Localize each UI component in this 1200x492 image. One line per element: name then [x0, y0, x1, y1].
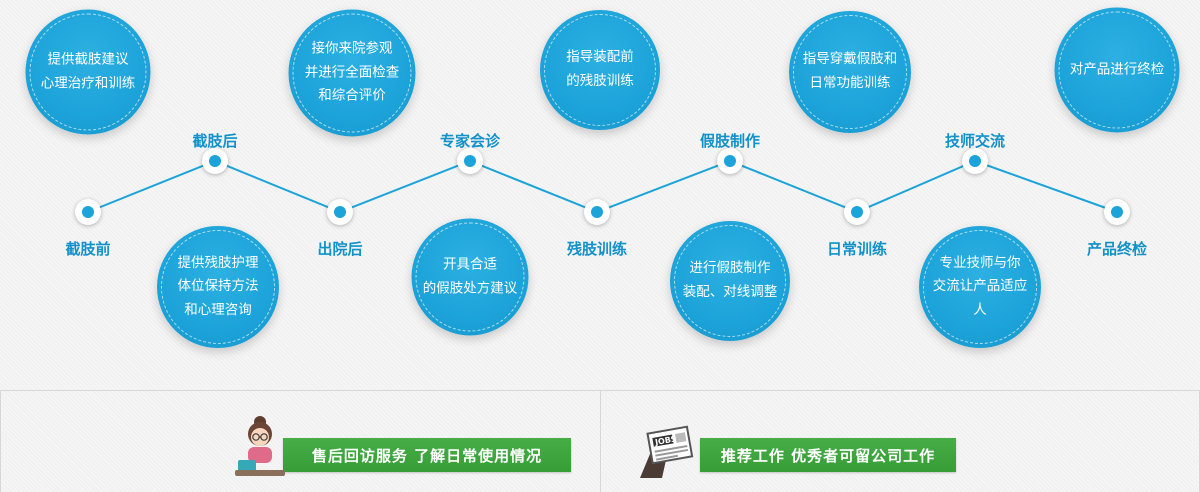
timeline-node [962, 148, 988, 174]
timeline-node [202, 148, 228, 174]
info-bubble: 接你来院参观 并进行全面检查 和综合评价 [288, 9, 416, 137]
info-bubble: 进行假肢制作 装配、对线调整 [670, 221, 790, 341]
bubble-text: 指导穿戴假肢和 日常功能训练 [802, 51, 898, 91]
stage-label: 假肢制作 [699, 132, 761, 150]
timeline-node [584, 199, 610, 225]
customer-service-girl-icon [235, 416, 285, 476]
job-recommendation-banner: 推荐工作 优秀者可留公司工作 [700, 438, 956, 472]
vertical-divider [600, 390, 601, 492]
bubble-text: 接你来院参观 并进行全面检查 和综合评价 [304, 40, 400, 104]
timeline-node [457, 148, 483, 174]
info-bubble: 开具合适 的假肢处方建议 [411, 218, 529, 336]
left-edge-border [0, 390, 1, 492]
bubble-text: 开具合适 的假肢处方建议 [422, 256, 518, 296]
bubble-text: 进行假肢制作 装配、对线调整 [682, 260, 778, 300]
info-bubble: 对产品进行终检 [1054, 7, 1180, 133]
jobs-newspaper-icon: JOBS [640, 425, 694, 478]
bubble-text: 专业技师与你 交流让产品适应人 [932, 254, 1028, 318]
jobs-icon-label: JOBS [653, 434, 677, 447]
bubble-text: 对产品进行终检 [1069, 61, 1165, 78]
stage-label: 截肢前 [65, 240, 111, 258]
stage-label: 残肢训练 [566, 240, 628, 258]
stage-label: 出院后 [317, 240, 363, 258]
jobs-newspaper-illustration: JOBS [636, 420, 700, 478]
info-bubble: 提供残肢护理 体位保持方法 和心理咨询 [157, 226, 279, 348]
bubble-text: 提供截肢建议 心理治疗和训练 [40, 51, 136, 91]
stage-label: 产品终检 [1086, 240, 1148, 258]
timeline-node [1104, 199, 1130, 225]
timeline-node [327, 199, 353, 225]
stage-label: 截肢后 [192, 132, 238, 150]
info-bubble: 指导装配前 的残肢训练 [540, 10, 660, 130]
info-bubble: 专业技师与你 交流让产品适应人 [919, 226, 1041, 348]
after-sales-banner-text: 售后回访服务 了解日常使用情况 [311, 446, 543, 465]
timeline-node [717, 148, 743, 174]
bubble-text: 提供残肢护理 体位保持方法 和心理咨询 [177, 254, 259, 318]
info-bubble: 指导穿戴假肢和 日常功能训练 [789, 11, 911, 133]
stage-label: 技师交流 [944, 132, 1006, 150]
timeline-node [844, 199, 870, 225]
bubble-text: 指导装配前 的残肢训练 [566, 49, 634, 89]
after-sales-banner: 售后回访服务 了解日常使用情况 [283, 438, 571, 472]
info-bubble: 提供截肢建议 心理治疗和训练 [25, 9, 151, 135]
job-recommendation-banner-text: 推荐工作 优秀者可留公司工作 [720, 446, 936, 465]
stage-label: 专家会诊 [439, 132, 501, 150]
customer-service-illustration [230, 414, 290, 478]
timeline-node [75, 199, 101, 225]
stage-label: 日常训练 [826, 240, 888, 258]
